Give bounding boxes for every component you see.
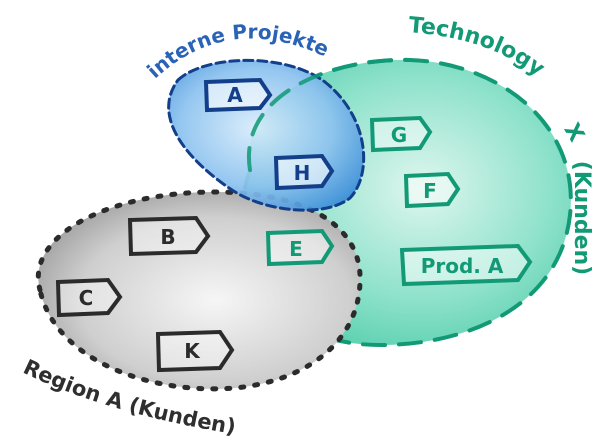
item-k: K <box>155 329 235 373</box>
item-e-label: E <box>289 237 303 261</box>
set-technology-label-x: X <box>559 119 589 146</box>
item-b-label: B <box>160 225 175 249</box>
item-b-tag-shape <box>127 215 211 257</box>
set-technology-label-kunden: (Kunden) <box>569 161 593 275</box>
item-f: F <box>403 171 461 209</box>
item-h: H <box>273 153 335 191</box>
item-c-tag-shape <box>55 277 123 318</box>
item-c: C <box>55 277 123 318</box>
item-g: G <box>369 115 433 153</box>
set-region <box>35 189 363 392</box>
item-h-label: H <box>294 161 311 185</box>
item-e-tag-shape <box>265 228 335 267</box>
item-f-tag-shape <box>403 171 461 209</box>
item-f-label: F <box>423 179 437 203</box>
item-produkt-tag-shape <box>399 243 533 287</box>
set-technology-outline-overlap <box>246 57 412 172</box>
item-b: B <box>127 215 211 257</box>
item-k-label: K <box>184 339 201 363</box>
item-tags: A H G F E Prod. A B <box>55 77 533 373</box>
item-h-tag-shape <box>273 153 335 191</box>
item-k-tag-shape <box>155 329 235 373</box>
item-a-label: A <box>227 83 243 107</box>
item-produkt: Prod. A <box>399 243 533 287</box>
set-region-region <box>35 189 363 392</box>
item-a-tag-shape <box>203 77 273 113</box>
item-a: A <box>203 77 273 113</box>
item-c-label: C <box>79 286 94 310</box>
item-g-label: G <box>391 123 407 147</box>
item-produkt-label: Prod. A <box>421 254 504 278</box>
item-g-tag-shape <box>369 115 433 153</box>
item-e: E <box>265 228 335 267</box>
